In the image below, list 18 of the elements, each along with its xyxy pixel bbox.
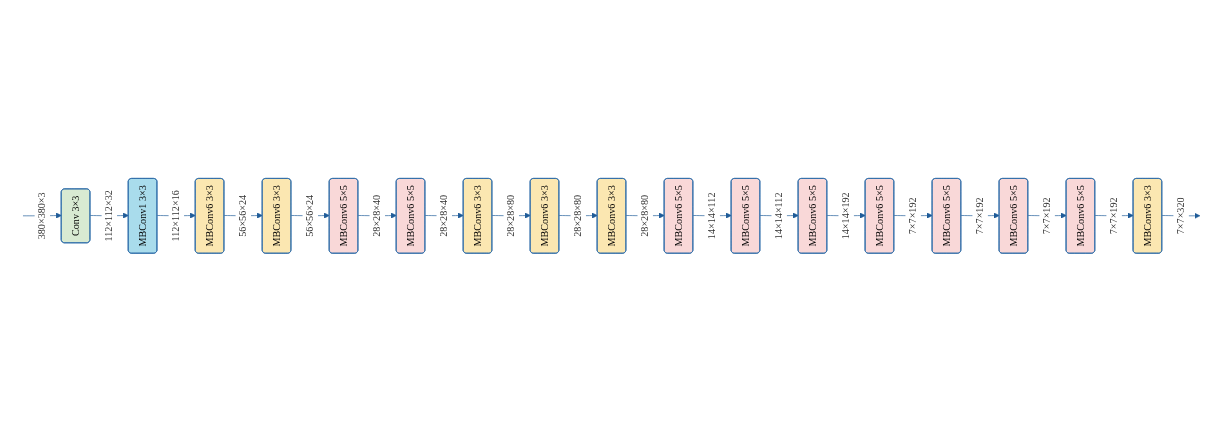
edge-label: 56×56×24: [304, 195, 316, 237]
edge-label: 7×7×192: [907, 197, 919, 235]
edge-label: 28×28×40: [371, 195, 383, 237]
edge-label: 56×56×24: [237, 195, 249, 237]
edge-label: 112×112×16: [170, 190, 182, 242]
edge-label: 28×28×80: [639, 195, 651, 237]
edge-label: 380×380×3: [36, 192, 48, 240]
edge-label: 7×7×192: [1041, 197, 1053, 235]
edge-label: 112×112×32: [103, 190, 115, 242]
edge-label: 7×7×320: [1175, 197, 1187, 235]
edge-label: 28×28×80: [505, 195, 517, 237]
edge-label: 14×14×192: [840, 192, 852, 240]
edge-label: 7×7×192: [1108, 197, 1120, 235]
edge-label: 7×7×192: [974, 197, 986, 235]
edge-label: 14×14×112: [773, 192, 785, 240]
edge-label: 28×28×40: [438, 195, 450, 237]
edge-label: 28×28×80: [572, 195, 584, 237]
edge-label: 14×14×112: [706, 192, 718, 240]
